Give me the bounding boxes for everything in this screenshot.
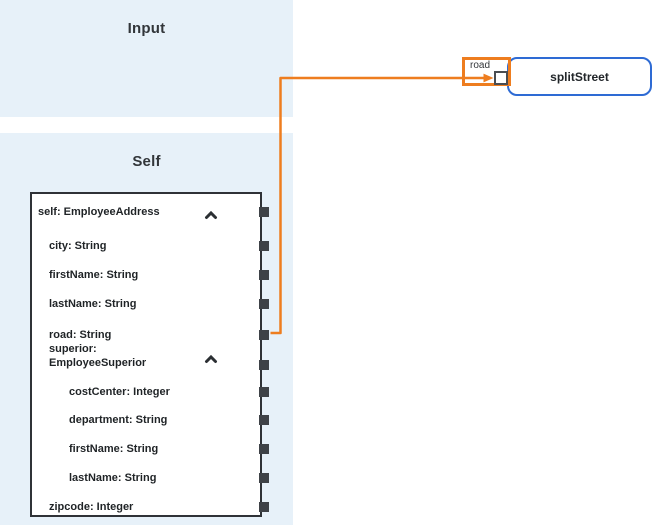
tree-row-label: superior: EmployeeSuperior	[49, 343, 147, 369]
tree-row-label: lastName: String	[69, 472, 157, 484]
tree-row-label: self: EmployeeAddress	[38, 206, 160, 218]
tree-row-label: road: String	[49, 329, 112, 341]
tree-row-city[interactable]: city: String	[32, 236, 269, 256]
chevron-up-icon[interactable]	[204, 351, 218, 363]
function-box-label: splitStreet	[550, 69, 609, 84]
field-port[interactable]	[259, 473, 269, 483]
field-port[interactable]	[259, 299, 269, 309]
tree-row-label: department: String	[69, 414, 168, 426]
tree-row-label: costCenter: Integer	[69, 386, 170, 398]
tree-row-label: zipcode: Integer	[49, 501, 134, 513]
field-port[interactable]	[259, 270, 269, 280]
tree-row-road[interactable]: road: String	[32, 325, 269, 345]
tree-row-superior[interactable]: superior: EmployeeSuperior	[32, 341, 269, 371]
field-port[interactable]	[259, 387, 269, 397]
field-port[interactable]	[259, 241, 269, 251]
field-port-road[interactable]	[259, 330, 269, 340]
field-port[interactable]	[259, 415, 269, 425]
function-argument-label: road	[470, 60, 491, 71]
tree-row-zipcode[interactable]: zipcode: Integer	[32, 497, 269, 517]
tree-row-label: firstName: String	[69, 443, 159, 455]
tree-row-label: firstName: String	[49, 269, 139, 281]
tree-row-label: city: String	[49, 240, 107, 252]
field-port[interactable]	[259, 360, 269, 370]
chevron-up-icon[interactable]	[204, 207, 218, 219]
tree-row-department[interactable]: department: String	[32, 410, 269, 430]
tree-row-costcenter[interactable]: costCenter: Integer	[32, 382, 269, 402]
field-port[interactable]	[259, 444, 269, 454]
self-schema-tree: self: EmployeeAddress city: String first…	[30, 192, 269, 517]
field-port[interactable]	[259, 207, 269, 217]
tree-row-label: lastName: String	[49, 298, 137, 310]
function-box-splitstreet[interactable]: splitStreet	[507, 57, 652, 96]
self-section-title: Self	[132, 153, 161, 170]
mapping-connector-line[interactable]	[270, 76, 486, 335]
tree-row-firstname[interactable]: firstName: String	[32, 265, 269, 285]
function-input-port[interactable]	[494, 71, 508, 85]
tree-row-lastname[interactable]: lastName: String	[32, 294, 269, 314]
input-section-title: Input	[127, 20, 166, 37]
function-argument-box: road	[462, 57, 511, 86]
tree-row-self-employeeaddress[interactable]: self: EmployeeAddress	[32, 202, 269, 222]
tree-row-superior-firstname[interactable]: firstName: String	[32, 439, 269, 459]
field-port[interactable]	[259, 502, 269, 512]
input-section-panel: Input	[0, 0, 293, 117]
tree-row-superior-lastname[interactable]: lastName: String	[32, 468, 269, 488]
